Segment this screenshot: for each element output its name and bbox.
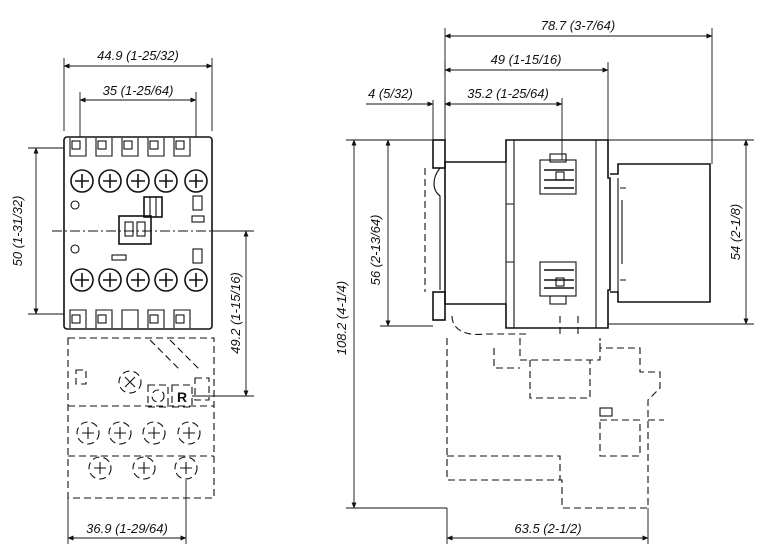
dim-front-lower-height-label: 49.2 (1-15/16) (228, 272, 243, 354)
dim-front-bottom-width-label: 36.9 (1-29/64) (86, 521, 168, 536)
dim-side-depth-49-label: 49 (1-15/16) (491, 52, 562, 67)
dim-side-rail-offset-label: 4 (5/32) (368, 86, 413, 101)
dim-side-bottom-depth-label: 63.5 (2-1/2) (514, 521, 581, 536)
side-screw-top (539, 153, 577, 195)
dim-side-depth-35: 35.2 (1-25/64) (444, 86, 563, 160)
dim-side-total-height-label: 108.2 (4-1/4) (334, 281, 349, 355)
dim-front-bottom-width: 36.9 (1-29/64) (67, 480, 187, 544)
bottom-terminal-caps (69, 309, 191, 328)
side-screw-bottom (539, 261, 577, 305)
dim-front-height: 50 (1-31/32) (10, 147, 64, 315)
dim-side-total-depth-label: 78.7 (3-7/64) (541, 18, 615, 33)
side-overload-relay (446, 315, 664, 509)
front-overload-relay: R (67, 337, 240, 499)
dim-side-depth-49: 49 (1-15/16) (444, 52, 609, 140)
dim-side-total-height: 108.2 (4-1/4) (334, 139, 447, 509)
front-view: R 44.9 (1-25/32) 35 (1-25/64) (10, 48, 254, 544)
dim-front-inner-width: 35 (1-25/64) (79, 83, 197, 137)
top-terminal-caps (69, 138, 191, 157)
dim-side-bottom-depth: 63.5 (2-1/2) (446, 508, 649, 544)
dim-side-depth-35-label: 35.2 (1-25/64) (467, 86, 549, 101)
dim-front-width-label: 44.9 (1-25/32) (97, 48, 179, 63)
dim-front-lower-height: 49.2 (1-15/16) (212, 230, 254, 397)
bottom-screw-row (70, 268, 208, 292)
dim-front-width: 44.9 (1-25/32) (63, 48, 213, 131)
dim-side-body-height: 56 (2-13/64) (368, 139, 433, 327)
dim-front-height-label: 50 (1-31/32) (10, 196, 25, 267)
dim-front-inner-width-label: 35 (1-25/64) (103, 83, 174, 98)
dim-side-aux-height-label: 54 (2-1/8) (728, 204, 743, 260)
top-screw-row (70, 169, 208, 193)
dim-side-body-height-label: 56 (2-13/64) (368, 215, 383, 286)
svg-text:R: R (177, 389, 187, 405)
dim-side-rail-offset: 4 (5/32) (366, 86, 470, 140)
dim-side-aux-height: 54 (2-1/8) (608, 139, 754, 325)
side-view: 78.7 (3-7/64) 49 (1-15/16) 35.2 (1-25/64… (334, 18, 754, 544)
